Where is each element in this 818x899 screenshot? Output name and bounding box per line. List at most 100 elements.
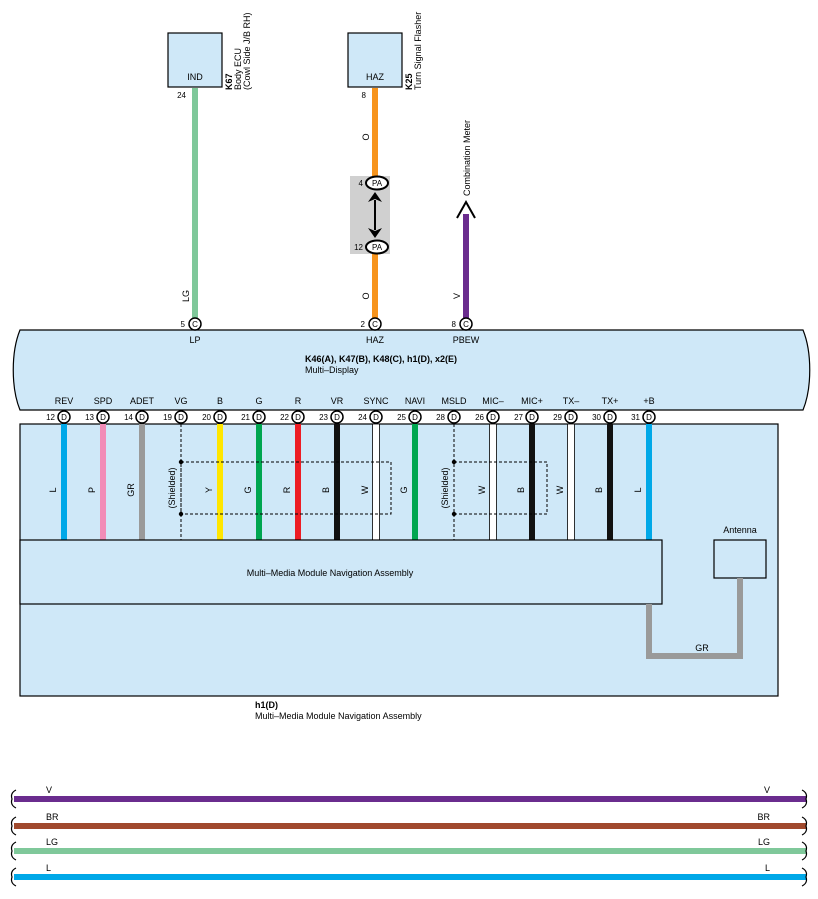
bus-break-right-icon: [801, 867, 808, 887]
wire-26: [489, 423, 497, 541]
combination-meter-label: Combination Meter: [462, 120, 472, 196]
splice-no-top: 4: [359, 179, 364, 188]
pin-number-21: 21: [241, 413, 250, 422]
bus-label-left: L: [46, 863, 51, 873]
svg-text:LP: LP: [189, 335, 200, 345]
shield-label-19: (Shielded): [167, 467, 177, 508]
pin-signal-31: +B: [643, 396, 654, 406]
flasher-pin-name: HAZ: [366, 72, 385, 82]
multi-display-subtitle: Multi–Display: [305, 365, 359, 375]
pin-number-30: 30: [592, 413, 601, 422]
pin-connector-label-14: D: [139, 413, 145, 422]
wire-label-30: B: [594, 487, 604, 493]
pin-signal-28: MSLD: [441, 396, 467, 406]
pin-connector-label-22: D: [295, 413, 301, 422]
multi-display-box: [12, 329, 811, 411]
wire-label-31: L: [633, 487, 643, 492]
pin-number-13: 13: [85, 413, 94, 422]
pin-signal-27: MIC+: [521, 396, 543, 406]
arrow-up-icon: [456, 199, 476, 219]
wire-label-o-lower: O: [361, 292, 371, 299]
pin-number-24: 24: [358, 413, 367, 422]
bus-break-right-icon: [801, 816, 808, 836]
module-inner-label: Multi–Media Module Navigation Assembly: [247, 568, 414, 578]
splice-no-bottom: 12: [354, 243, 363, 252]
pin-connector-29: [564, 410, 578, 424]
wire-label-v: V: [452, 293, 462, 299]
pin-signal-13: SPD: [94, 396, 113, 406]
pin-signal-23: VR: [331, 396, 344, 406]
pin-signal-12: REV: [55, 396, 74, 406]
pin-connector-label-24: D: [373, 413, 379, 422]
pin-connector-30: [603, 410, 617, 424]
splice-label-bottom: PA: [372, 243, 383, 252]
wire-label-25: G: [399, 486, 409, 493]
module-inner-box: [19, 539, 663, 605]
splice-pin-bottom: [365, 239, 389, 255]
top-pin-haz: C 2 HAZ: [361, 317, 385, 345]
svg-text:C: C: [192, 320, 198, 329]
svg-text:C: C: [463, 320, 469, 329]
bus-label-right: BR: [757, 812, 770, 822]
bus-label-right: V: [764, 785, 770, 795]
pin-number-26: 26: [475, 413, 484, 422]
bus-label-left: V: [46, 785, 52, 795]
pin-connector-label-28: D: [451, 413, 457, 422]
pin-signal-24: SYNC: [363, 396, 389, 406]
pin-connector-14: [135, 410, 149, 424]
bus-wire-2: BR BR: [10, 812, 808, 836]
bus-break-right-icon: [801, 841, 808, 861]
pin-signal-30: TX+: [602, 396, 619, 406]
bus-label-left: LG: [46, 837, 58, 847]
pin-signal-29: TX–: [563, 396, 580, 406]
pin-connector-12: [57, 410, 71, 424]
turn-signal-flasher-box: [347, 32, 403, 88]
pin-signal-20: B: [217, 396, 223, 406]
pin-connector-label-13: D: [100, 413, 106, 422]
body-ecu-pin-no: 24: [177, 91, 186, 100]
pin-signal-14: ADET: [130, 396, 155, 406]
wire-label-21: G: [243, 486, 253, 493]
pins-layer: LD12REVPD13SPDGRD14ADET(Shielded)D19VGYD…: [46, 396, 656, 541]
pin-number-28: 28: [436, 413, 445, 422]
wire-label-27: B: [516, 487, 526, 493]
pin-signal-21: G: [255, 396, 262, 406]
pin-number-19: 19: [163, 413, 172, 422]
antenna-box: [713, 539, 767, 579]
antenna-wire-label: GR: [695, 643, 709, 653]
pin-connector-22: [291, 410, 305, 424]
module-name: Multi–Media Module Navigation Assembly: [255, 711, 422, 721]
pin-connector-label-20: D: [217, 413, 223, 422]
bus-break-left-icon: [10, 867, 17, 887]
pin-connector-label-31: D: [646, 413, 652, 422]
wire-label-29: W: [555, 485, 565, 494]
pin-connector-20: [213, 410, 227, 424]
body-ecu-code: K67: [224, 73, 234, 90]
flasher-pin-no: 8: [362, 91, 367, 100]
pin-connector-28: [447, 410, 461, 424]
svg-text:8: 8: [452, 320, 457, 329]
body-ecu-location: (Cowl Side J/B RH): [242, 12, 252, 90]
pin-signal-19: VG: [174, 396, 187, 406]
pin-number-14: 14: [124, 413, 133, 422]
wire-label-23: B: [321, 487, 331, 493]
pin-connector-26: [486, 410, 500, 424]
body-ecu-pin-name: IND: [187, 72, 203, 82]
pin-number-29: 29: [553, 413, 562, 422]
pin-number-25: 25: [397, 413, 406, 422]
wire-gr-antenna: [646, 578, 743, 659]
bus-label-left: BR: [46, 812, 59, 822]
pin-connector-13: [96, 410, 110, 424]
